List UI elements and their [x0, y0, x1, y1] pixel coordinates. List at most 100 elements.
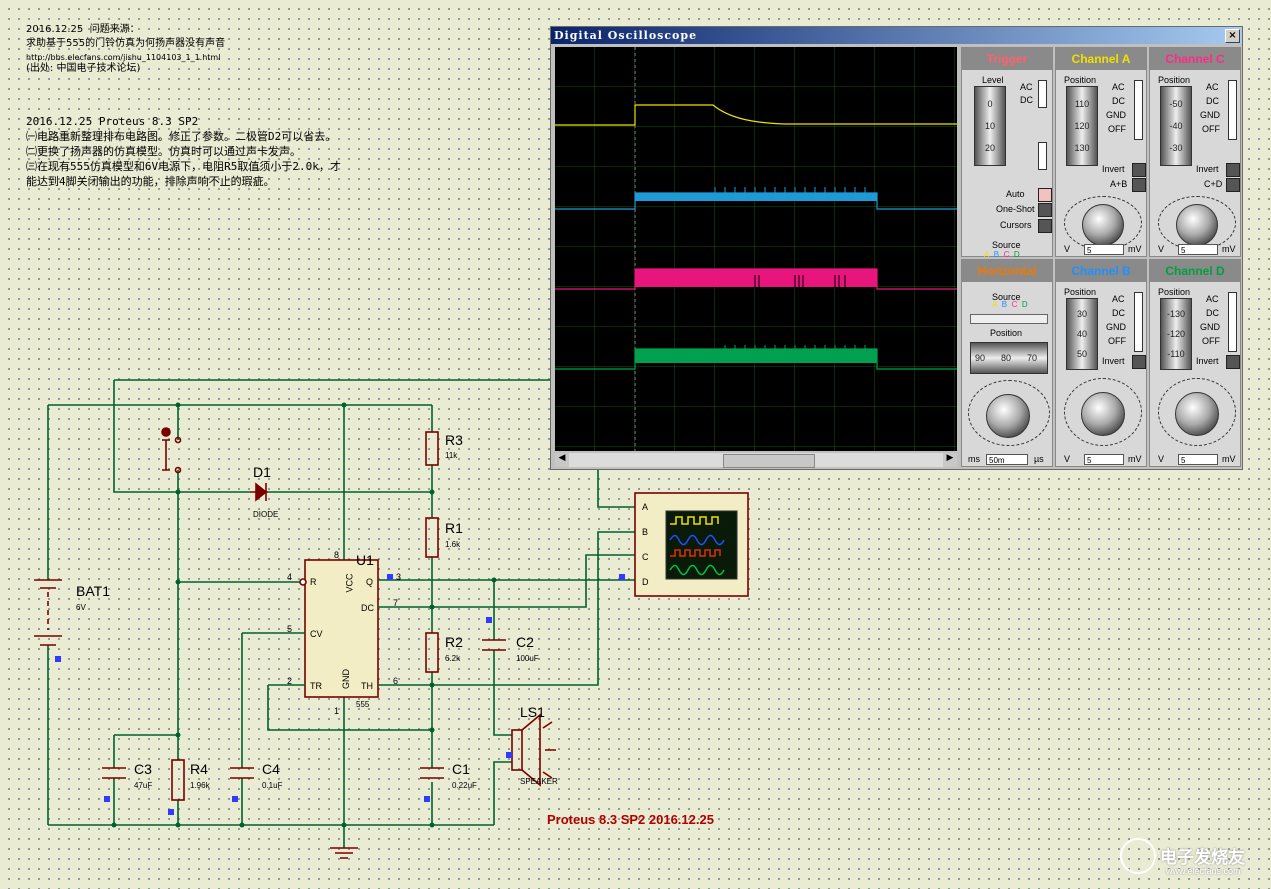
horizontal-source-slider[interactable]: [970, 314, 1048, 324]
trigger-oneshot-button[interactable]: [1038, 203, 1052, 217]
trigger-coupling-switch[interactable]: [1038, 80, 1047, 108]
drum-tick: -50: [1169, 99, 1183, 109]
channel-d-title: Channel D: [1150, 260, 1240, 282]
channel-d-scale-dial: [1158, 378, 1236, 446]
u1-part: 555: [356, 700, 370, 709]
channel-c-dc[interactable]: DC: [1206, 96, 1219, 106]
horizontal-source-label: Source: [992, 292, 1021, 302]
horizontal-timebase-field[interactable]: 50m: [986, 454, 1028, 465]
channel-b-position-drum[interactable]: 30 40 50: [1066, 298, 1098, 370]
channel-a-position-drum[interactable]: 110 120 130: [1066, 86, 1098, 166]
marker[interactable]: [486, 617, 492, 623]
source-b: B: [1001, 300, 1008, 309]
channel-d-dc[interactable]: DC: [1206, 308, 1219, 318]
channel-c-unit-mv: mV: [1222, 244, 1236, 254]
channel-d-off[interactable]: OFF: [1202, 336, 1220, 346]
r1-value: 1.6k: [445, 540, 461, 549]
channel-c-ac[interactable]: AC: [1206, 82, 1219, 92]
horizontal-unit-ms: ms: [968, 454, 980, 464]
trigger-cursors-button[interactable]: [1038, 219, 1052, 233]
channel-b-invert-button[interactable]: [1132, 355, 1146, 369]
watermark-url: www.elecfans.com: [1166, 866, 1241, 876]
source-b: B: [993, 250, 1000, 259]
channel-d-position-drum[interactable]: -130 -120 -110: [1160, 298, 1192, 370]
marker[interactable]: [55, 656, 61, 662]
source-c: C: [1011, 300, 1018, 309]
channel-a-combo-button[interactable]: [1132, 178, 1146, 192]
channel-d-scale-field[interactable]: 5: [1178, 454, 1218, 465]
channel-a-dc[interactable]: DC: [1112, 96, 1125, 106]
channel-d-gnd[interactable]: GND: [1200, 322, 1220, 332]
channel-b-scale-field[interactable]: 5: [1084, 454, 1124, 465]
marker[interactable]: [104, 796, 110, 802]
marker[interactable]: [232, 796, 238, 802]
trigger-edge-switch[interactable]: [1038, 142, 1047, 170]
c3-value: 47uF: [134, 781, 153, 790]
channel-c-scale-field[interactable]: 5: [1178, 244, 1218, 255]
horizontal-timebase-knob[interactable]: [986, 394, 1030, 438]
ls1-value: SPEAKER: [520, 777, 558, 786]
channel-b-scale-dial: [1064, 378, 1142, 446]
channel-d-coupling-switch[interactable]: [1228, 292, 1237, 352]
channel-a-ac[interactable]: AC: [1112, 82, 1125, 92]
trigger-title: Trigger: [962, 48, 1052, 70]
channel-b-ac[interactable]: AC: [1112, 294, 1125, 304]
scroll-left-icon[interactable]: ◀: [555, 453, 569, 467]
channel-d-scale-knob[interactable]: [1175, 392, 1219, 436]
channel-b-gnd[interactable]: GND: [1106, 322, 1126, 332]
u1-pin-gnd: GND: [341, 669, 351, 689]
trigger-auto-button[interactable]: [1038, 188, 1052, 202]
trigger-ac[interactable]: AC: [1020, 82, 1033, 92]
scope-pin-c: C: [642, 552, 649, 562]
channel-c-gnd[interactable]: GND: [1200, 110, 1220, 120]
channel-a-off[interactable]: OFF: [1108, 124, 1126, 134]
marker[interactable]: [424, 796, 430, 802]
u1-pinnum-3: 3: [396, 572, 402, 582]
channel-c-off[interactable]: OFF: [1202, 124, 1220, 134]
channel-a-invert-button[interactable]: [1132, 163, 1146, 177]
oscilloscope-window[interactable]: Digital Oscilloscope ×: [550, 26, 1243, 470]
channel-c-combo-button[interactable]: [1226, 178, 1240, 192]
drum-tick: 130: [1074, 143, 1090, 153]
trigger-level-drum[interactable]: 0 10 20: [974, 86, 1006, 166]
trigger-sources: A B C D: [984, 250, 1020, 259]
scroll-thumb[interactable]: [723, 454, 815, 468]
channel-c-scale-knob[interactable]: [1176, 204, 1218, 246]
drum-tick: 40: [1076, 329, 1087, 339]
channel-d-ac[interactable]: AC: [1206, 294, 1219, 304]
trigger-cursors: Cursors: [1000, 220, 1032, 230]
channel-a-gnd[interactable]: GND: [1106, 110, 1126, 120]
channel-d-invert-button[interactable]: [1226, 355, 1240, 369]
channel-c-invert-button[interactable]: [1226, 163, 1240, 177]
trigger-source-label: Source: [992, 240, 1021, 250]
r4-ref: R4: [190, 761, 208, 777]
horizontal-scrollbar[interactable]: ◀ ▶: [555, 453, 957, 468]
trigger-oneshot: One-Shot: [996, 204, 1035, 214]
note-line-4: (出处: 中国电子技术论坛): [26, 63, 141, 74]
channel-b-coupling-switch[interactable]: [1134, 292, 1143, 352]
channel-b-dc[interactable]: DC: [1112, 308, 1125, 318]
channel-c-position-drum[interactable]: -50 -40 -30: [1160, 86, 1192, 166]
scroll-right-icon[interactable]: ▶: [943, 453, 957, 467]
u1-pinnum-2: 2: [287, 676, 293, 686]
horizontal-position-drum[interactable]: 90 80 70: [970, 342, 1048, 374]
marker[interactable]: [387, 574, 393, 580]
trigger-dc[interactable]: DC: [1020, 95, 1033, 105]
close-button[interactable]: ×: [1225, 29, 1240, 43]
marker[interactable]: [506, 752, 512, 758]
channel-a-coupling-switch[interactable]: [1134, 80, 1143, 140]
channel-a-scale-field[interactable]: 5: [1084, 244, 1124, 255]
oscilloscope-title[interactable]: Digital Oscilloscope: [551, 27, 1242, 44]
trigger-auto: Auto: [1006, 189, 1025, 199]
drum-tick: 0: [987, 99, 993, 109]
channel-a-scale-knob[interactable]: [1082, 204, 1124, 246]
channel-b-scale-knob[interactable]: [1081, 392, 1125, 436]
u1-pin-r: R: [310, 577, 317, 587]
marker[interactable]: [619, 574, 625, 580]
drum-tick: -110: [1167, 349, 1185, 359]
c2-ref: C2: [516, 634, 534, 650]
marker[interactable]: [168, 809, 174, 815]
c4-value: 0.1uF: [262, 781, 283, 790]
channel-b-off[interactable]: OFF: [1108, 336, 1126, 346]
channel-c-coupling-switch[interactable]: [1228, 80, 1237, 140]
